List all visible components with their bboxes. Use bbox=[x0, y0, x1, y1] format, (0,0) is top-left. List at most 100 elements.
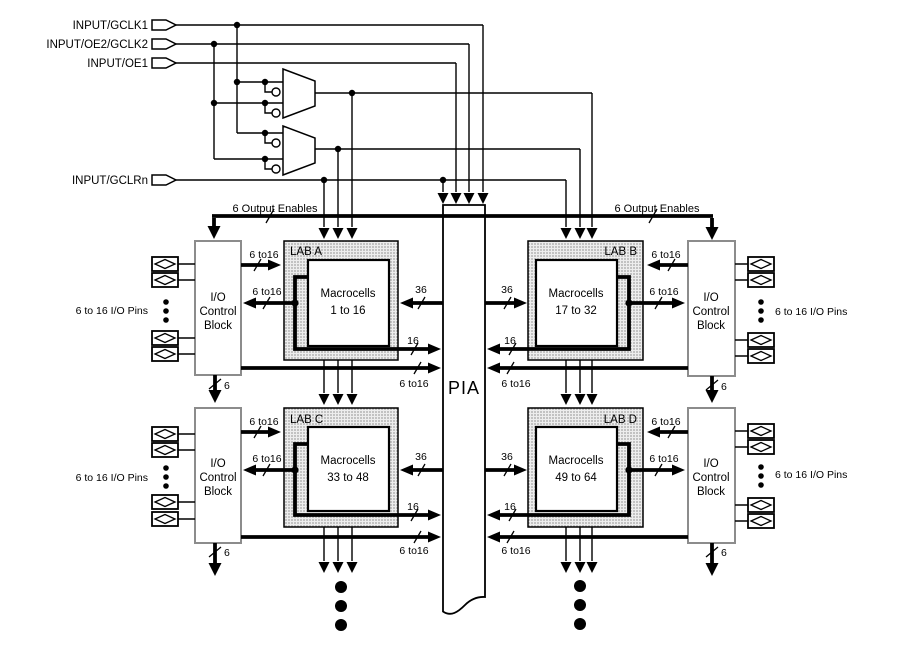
svg-text:6 to16: 6 to16 bbox=[252, 453, 281, 465]
io-pin-icon bbox=[747, 439, 775, 455]
io-pin-icon bbox=[151, 442, 179, 458]
output-enables-label-left: 6 Output Enables bbox=[232, 203, 318, 215]
bus-width-labels: 6 to16 6 to16 36 16 6 to16 6 6 to16 6 to… bbox=[224, 249, 727, 559]
input-pin-oe1-icon bbox=[151, 57, 177, 69]
svg-text:I/O: I/O bbox=[210, 292, 225, 304]
input-label-gclrn: INPUT/GCLRn bbox=[72, 175, 148, 187]
io-pin-icon bbox=[747, 513, 775, 529]
macrocells-a-line1: Macrocells bbox=[321, 288, 376, 300]
output-enables-label-right: 6 Output Enables bbox=[614, 203, 700, 215]
io-pin-stub-wires bbox=[178, 263, 748, 522]
svg-text:36: 36 bbox=[415, 284, 427, 296]
io-pin-ellipsis-dots bbox=[163, 299, 764, 489]
continuation-ellipsis-dots bbox=[335, 580, 586, 631]
svg-text:6 to16: 6 to16 bbox=[249, 249, 278, 261]
io-control-block-top-left-label: I/O Control Block bbox=[199, 292, 236, 332]
io-pin-icon bbox=[151, 256, 179, 272]
io-pins-label-top-left: 6 to 16 I/O Pins bbox=[76, 305, 148, 317]
input-pin-oe2gclk2-icon bbox=[151, 38, 177, 50]
mux-feed-wires bbox=[213, 25, 283, 170]
io-control-block-bottom-left bbox=[194, 407, 242, 544]
lab-c-bus-wires bbox=[213, 430, 443, 563]
svg-text:Block: Block bbox=[697, 486, 725, 498]
svg-text:Control: Control bbox=[199, 472, 236, 484]
io-pin-icon bbox=[747, 256, 775, 272]
macrocells-17-32-box bbox=[534, 258, 619, 348]
svg-text:16: 16 bbox=[504, 501, 516, 513]
svg-text:6 to16: 6 to16 bbox=[651, 249, 680, 261]
svg-text:6 to16: 6 to16 bbox=[399, 378, 428, 390]
input-pin-gclrn-icon bbox=[151, 174, 177, 186]
svg-text:6: 6 bbox=[721, 381, 727, 393]
lab-clock-drop-wires bbox=[323, 93, 593, 227]
io-pin-icon bbox=[151, 426, 179, 442]
io-pins-label-bottom-right: 6 to 16 I/O Pins bbox=[775, 469, 847, 481]
io-pin-icon bbox=[151, 346, 179, 362]
junction-dots bbox=[210, 21, 633, 474]
io-control-block-bottom-right bbox=[687, 407, 736, 544]
io-pin-icon bbox=[151, 272, 179, 288]
io-pins-label-bottom-left: 6 to 16 I/O Pins bbox=[76, 472, 148, 484]
svg-text:6 to16: 6 to16 bbox=[252, 286, 281, 298]
macrocells-a-line2: 1 to 16 bbox=[330, 305, 365, 317]
io-pin-icon bbox=[747, 332, 775, 348]
svg-text:I/O: I/O bbox=[210, 458, 225, 470]
svg-text:6 to16: 6 to16 bbox=[501, 545, 530, 557]
svg-text:6 to16: 6 to16 bbox=[501, 378, 530, 390]
io-pin-icon bbox=[151, 330, 179, 346]
io-control-block-top-right-label: I/O Control Block bbox=[692, 292, 729, 332]
macrocells-c-line1: Macrocells bbox=[321, 455, 376, 467]
svg-text:6 to16: 6 to16 bbox=[249, 416, 278, 428]
bus-width-slashes bbox=[208, 208, 719, 558]
global-clock-mux-bottom bbox=[282, 124, 316, 177]
io-control-block-top-right bbox=[687, 240, 736, 377]
input-label-oe2gclk2: INPUT/OE2/GCLK2 bbox=[46, 39, 148, 51]
lab-d-bus-wires bbox=[485, 430, 714, 563]
input-label-oe1: INPUT/OE1 bbox=[87, 58, 148, 70]
svg-text:36: 36 bbox=[415, 451, 427, 463]
io-pin-icon bbox=[747, 348, 775, 364]
mux-output-wires bbox=[315, 92, 592, 150]
svg-text:16: 16 bbox=[407, 335, 419, 347]
macrocells-1-16-box bbox=[306, 258, 391, 348]
svg-text:Control: Control bbox=[692, 472, 729, 484]
svg-text:6 to16: 6 to16 bbox=[649, 453, 678, 465]
svg-text:36: 36 bbox=[501, 451, 513, 463]
macrocells-c-line2: 33 to 48 bbox=[327, 472, 369, 484]
svg-text:Block: Block bbox=[204, 486, 232, 498]
io-pin-icon bbox=[747, 423, 775, 439]
svg-text:6 to16: 6 to16 bbox=[649, 286, 678, 298]
output-enable-bus bbox=[212, 214, 714, 227]
io-control-block-bottom-left-label: I/O Control Block bbox=[199, 458, 236, 498]
svg-text:Block: Block bbox=[697, 320, 725, 332]
input-label-gclk1: INPUT/GCLK1 bbox=[73, 20, 148, 32]
svg-text:6: 6 bbox=[224, 547, 230, 559]
macrocells-d-line1: Macrocells bbox=[549, 455, 604, 467]
macrocells-b-line1: Macrocells bbox=[549, 288, 604, 300]
macrocells-49-64-box bbox=[534, 425, 619, 513]
io-pin-icon bbox=[151, 511, 179, 527]
input-pin-gclk1-icon bbox=[151, 19, 177, 31]
svg-text:Block: Block bbox=[204, 320, 232, 332]
svg-text:6: 6 bbox=[224, 380, 230, 392]
lab-a-bus-wires bbox=[213, 263, 443, 391]
lab-b-label: LAB B bbox=[604, 246, 637, 258]
macrocells-d-line2: 49 to 64 bbox=[555, 472, 597, 484]
lab-a-label: LAB A bbox=[290, 246, 322, 258]
io-control-block-bottom-right-label: I/O Control Block bbox=[692, 458, 729, 498]
svg-text:Control: Control bbox=[692, 306, 729, 318]
svg-text:I/O: I/O bbox=[703, 292, 718, 304]
global-clock-mux-top bbox=[282, 67, 316, 120]
io-pins-label-top-right: 6 to 16 I/O Pins bbox=[775, 306, 847, 318]
io-pin-icon bbox=[151, 494, 179, 510]
macrocells-33-48-box bbox=[306, 425, 391, 513]
pia-block bbox=[442, 204, 486, 615]
svg-text:16: 16 bbox=[407, 501, 419, 513]
io-pin-icon bbox=[747, 497, 775, 513]
pia-label: PIA bbox=[448, 378, 480, 398]
svg-text:6 to16: 6 to16 bbox=[399, 545, 428, 557]
svg-text:6 to16: 6 to16 bbox=[651, 416, 680, 428]
mux-invert-bubbles bbox=[271, 87, 281, 174]
